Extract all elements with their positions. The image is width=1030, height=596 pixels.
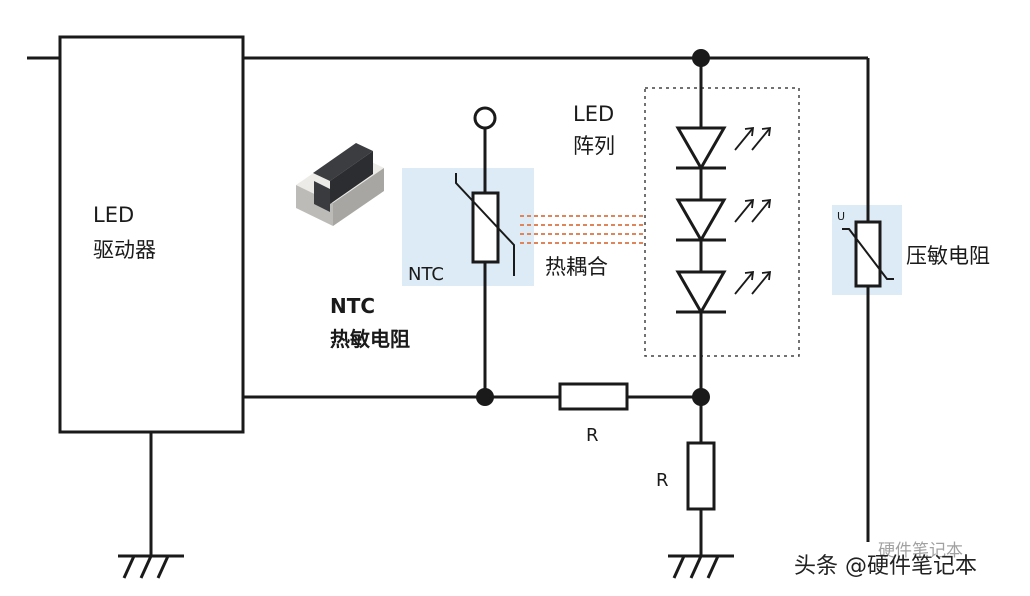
ntc-thermistor-symbol <box>455 173 515 276</box>
thermal-coupling-lines <box>520 215 645 244</box>
ntc-highlight-box <box>402 168 534 286</box>
watermark-text: 头条 @硬件笔记本 <box>794 554 977 579</box>
junction-dot <box>476 388 494 406</box>
smd-thermistor-chip-image <box>296 143 384 226</box>
resistor-vertical-label: R <box>656 470 669 491</box>
driver-label-line1: LED <box>93 203 134 227</box>
led-diode-1 <box>675 126 727 172</box>
varistor-label: 压敏电阻 <box>906 244 990 268</box>
varistor-small-mark: U <box>837 210 845 223</box>
led-diode-2 <box>675 198 727 244</box>
led-array-label-line1: LED <box>573 102 614 126</box>
led-array-label-line2: 阵列 <box>573 134 615 158</box>
junction-dot <box>692 49 710 67</box>
ground-symbol-driver <box>118 554 184 579</box>
thermal-coupling-label: 热耦合 <box>545 255 608 279</box>
light-arrows <box>734 126 772 295</box>
junction-dot <box>692 388 710 406</box>
ground-symbol-led <box>668 554 734 579</box>
resistor-vertical <box>686 441 716 511</box>
ntc-terminal <box>473 106 497 130</box>
varistor-symbol <box>842 220 894 288</box>
led-array-frame <box>644 87 800 357</box>
driver-label-line2: 驱动器 <box>93 238 156 262</box>
ntc-caption-line2: 热敏电阻 <box>330 327 410 351</box>
led-driver-box <box>58 35 245 434</box>
ntc-inner-label: NTC <box>408 264 444 285</box>
watermark-faint: 硬件笔记本 <box>878 541 963 561</box>
wires <box>27 56 870 556</box>
resistor-horizontal <box>558 382 629 411</box>
led-diode-3 <box>675 270 727 316</box>
resistor-horizontal-label: R <box>586 425 599 446</box>
ntc-caption-line1: NTC <box>330 294 375 318</box>
